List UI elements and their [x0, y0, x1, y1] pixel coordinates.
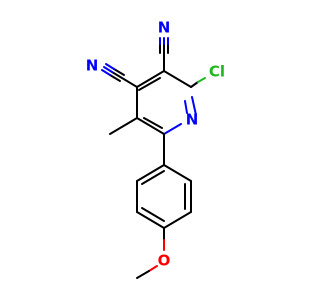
ring-bond-c2-c3: [163, 70, 192, 88]
left-nitrile-triple-bond-b-n: [103, 66, 113, 73]
phenyl-bond-6: [136, 164, 165, 182]
left-nitrile-triple-bond-c: [109, 74, 121, 82]
left-nitrile-group: N: [86, 57, 138, 88]
methoxy-bond-oxygen-part: [148, 265, 158, 272]
para-methoxyphenyl-group: O: [136, 133, 192, 279]
phenyl-bond-6-inner: [141, 170, 165, 185]
ring-bond-n-c2: [191, 96, 197, 116]
chloro-substituent: Cl: [190, 63, 225, 88]
chlorine-label: Cl: [209, 63, 225, 81]
ring-bond-n-c2-inner: [184, 100, 188, 114]
phenyl-bond-4: [136, 211, 165, 229]
ring-bond-c3-c4-inner: [138, 77, 161, 91]
ring-bond-c5-c6-inner: [143, 117, 163, 129]
left-nitrile-triple-bond-b: [111, 71, 123, 79]
ring-nitrogen-label: N: [186, 111, 199, 129]
phenyl-bond-3: [163, 211, 192, 229]
methoxy-bond-carbon-part: [136, 270, 150, 279]
chloro-bond-carbon-part: [190, 81, 199, 88]
pyridine-ring: [136, 70, 197, 135]
methyl-bond: [109, 117, 138, 135]
canvas-background: [0, 0, 300, 300]
upper-nitrile-nitrogen-label: N: [158, 19, 171, 37]
chloro-bond-chlorine-part: [197, 77, 206, 83]
left-nitrile-triple-bond-c-n: [101, 69, 111, 76]
ring-bond-c6-n: [163, 123, 182, 135]
phenyl-bond-4-inner: [141, 207, 165, 222]
phenyl-bond-1: [163, 164, 192, 182]
chemical-structure: N N Cl N O: [0, 0, 300, 300]
left-nitrile-nitrogen-label: N: [86, 57, 99, 75]
left-nitrile-triple-bond-a: [113, 68, 125, 76]
ring-bond-c3-c4: [136, 70, 165, 88]
ether-oxygen-label: O: [158, 252, 171, 270]
methyl-substituent: [109, 117, 138, 135]
ring-bond-c5-c6: [136, 117, 165, 135]
upper-nitrile-group: N: [158, 19, 171, 72]
left-nitrile-link-bond: [121, 77, 138, 88]
left-nitrile-triple-bond-a-n: [105, 63, 115, 70]
